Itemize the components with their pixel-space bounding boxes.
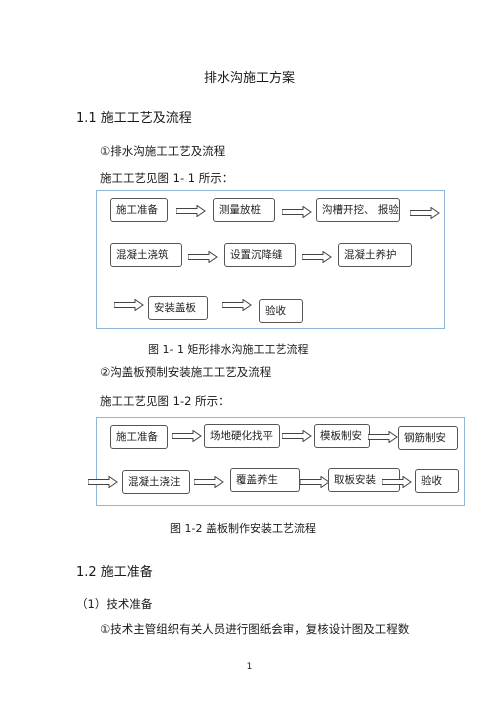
flow2-step-2: 场地硬化找平	[204, 424, 280, 448]
flow2-step-8: 验收	[415, 469, 459, 493]
flow2-step-4: 钢筋制安	[398, 426, 458, 450]
subsection-1-text: ①排水沟施工工艺及流程	[100, 144, 226, 158]
flow1-step-4: 混凝土浇筑	[110, 243, 182, 267]
flow1-arrow-3	[410, 207, 440, 219]
flow2-arrow-2	[282, 430, 312, 442]
flow2-step-6: 覆盖养生	[230, 468, 300, 492]
flow1-step-3: 沟槽开挖、 报验	[316, 198, 400, 222]
flow1-step-2: 测量放桩	[213, 198, 275, 222]
flow1-arrow-4	[188, 251, 218, 263]
flow1-arrow-1	[176, 205, 206, 217]
flow2-arrow-3	[368, 431, 398, 443]
flow1-step-1: 施工准备	[110, 198, 168, 222]
flow1-arrow-5	[302, 251, 332, 263]
flow1-step-6: 混凝土养护	[338, 243, 412, 267]
flow1-arrow-2	[282, 206, 312, 218]
flow1-arrow-6	[114, 299, 144, 311]
flow2-arrow-5	[194, 476, 224, 488]
flow1-step-8: 验收	[259, 299, 303, 323]
page-number: 1	[246, 662, 253, 672]
flow2-step-1: 施工准备	[110, 425, 168, 449]
technical-prep-item: （1）技术准备	[76, 597, 153, 611]
figure-2-caption: 图 1-2 盖板制作安装工艺流程	[170, 522, 316, 535]
section-1-2-heading: 1.2 施工准备	[76, 565, 153, 580]
flow1-step-7: 安装盖板	[148, 296, 208, 320]
flow1-step-5: 设置沉降缝	[224, 243, 296, 267]
flow2-arrow-1	[172, 430, 202, 442]
flow2-step-3: 模板制安	[314, 424, 370, 448]
figure-2-intro: 施工工艺见图 1-2 所示：	[100, 394, 230, 408]
figure-1-intro: 施工工艺见图 1- 1 所示：	[100, 171, 234, 185]
flow2-arrow-7	[382, 476, 412, 488]
technical-prep-text: ①技术主管组织有关人员进行图纸会审，复核设计图及工程数	[100, 622, 410, 636]
flow2-step-5: 混凝土浇注	[122, 470, 190, 494]
document-title: 排水沟施工方案	[203, 71, 295, 86]
flow2-arrow-6	[300, 476, 330, 488]
flow1-arrow-7	[222, 299, 252, 311]
figure-1-caption: 图 1- 1 矩形排水沟施工工艺流程	[148, 343, 309, 356]
section-1-1-heading: 1.1 施工工艺及流程	[76, 111, 192, 126]
subsection-2-text: ②沟盖板预制安装施工工艺及流程	[100, 365, 272, 379]
flow2-arrow-4	[88, 476, 118, 488]
